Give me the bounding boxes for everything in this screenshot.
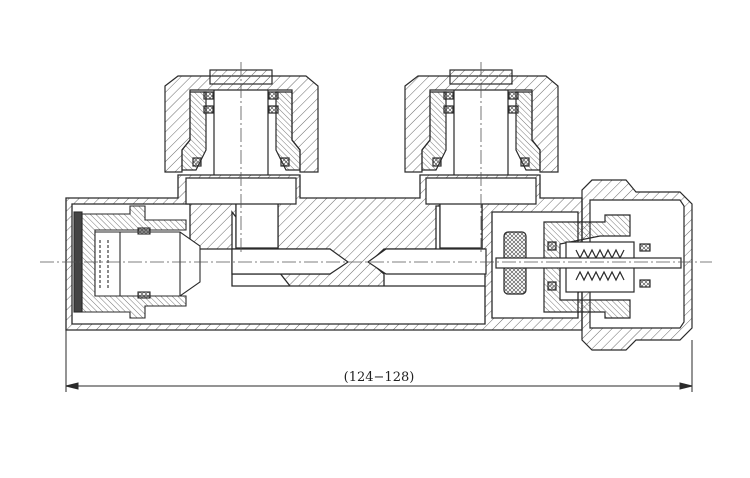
centerlines: [40, 62, 712, 263]
left-insert-fitting: [73, 205, 201, 319]
dimension-label: (124−128): [344, 370, 415, 385]
upper-fitting-right: [404, 69, 559, 175]
overall-length-dimension: [65, 330, 693, 392]
right-valve-cap: [495, 179, 693, 351]
upper-fitting-left: [164, 69, 319, 175]
